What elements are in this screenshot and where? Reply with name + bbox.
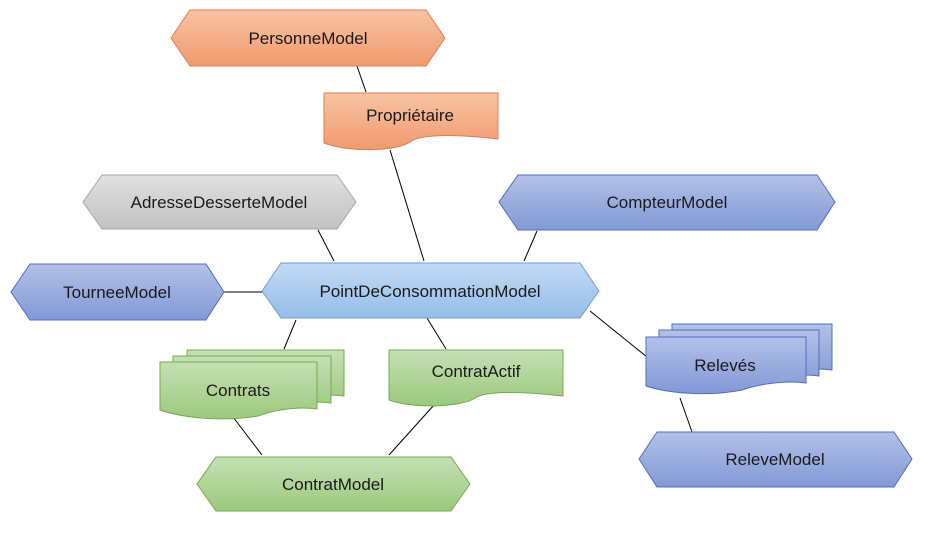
connector-point-contratactif xyxy=(426,317,447,350)
hexagon-shape xyxy=(82,174,357,230)
hexagon-shape xyxy=(498,174,836,231)
node-point-de-consommation-model[interactable]: PointDeConsommationModel xyxy=(261,262,600,319)
node-label-point-de-consommation-model: PointDeConsommationModel xyxy=(319,282,540,301)
node-label-tournee-model: TourneeModel xyxy=(63,283,171,302)
node-label-releves: Relevés xyxy=(694,356,755,375)
hexagon-shape xyxy=(196,456,471,512)
node-label-contrat-actif: ContratActif xyxy=(432,362,521,381)
node-contrats[interactable]: Contrats xyxy=(159,349,345,420)
node-contrat-actif[interactable]: ContratActif xyxy=(388,349,564,407)
node-label-contrat-model: ContratModel xyxy=(282,475,384,494)
document-shape xyxy=(388,349,564,407)
connector-contratactif-contratmodel xyxy=(388,404,435,456)
node-label-proprietaire: Propriétaire xyxy=(366,106,454,125)
connector-point-contrats xyxy=(283,319,297,350)
connector-point-releves xyxy=(589,310,648,358)
connector-contrats-contratmodel xyxy=(232,416,263,456)
document-shape xyxy=(323,92,499,151)
hexagon-shape xyxy=(638,431,913,488)
node-tournee-model[interactable]: TourneeModel xyxy=(10,263,225,321)
hexagon-shape xyxy=(10,263,225,321)
connectors xyxy=(224,65,693,456)
node-label-contrats: Contrats xyxy=(206,381,270,400)
node-contrat-model[interactable]: ContratModel xyxy=(196,456,471,512)
connector-compteur-point xyxy=(523,230,538,262)
connector-releves-relevemodel xyxy=(679,397,693,433)
node-compteur-model[interactable]: CompteurModel xyxy=(498,174,836,231)
connector-adresse-point xyxy=(317,229,335,262)
node-adresse-desserte-model[interactable]: AdresseDesserteModel xyxy=(82,174,357,230)
hexagon-shape xyxy=(261,262,600,319)
node-personne-model[interactable]: PersonneModel xyxy=(170,9,446,67)
node-releve-model[interactable]: ReleveModel xyxy=(638,431,913,488)
document-shape-front xyxy=(645,336,807,395)
node-label-personne-model: PersonneModel xyxy=(248,29,367,48)
node-label-compteur-model: CompteurModel xyxy=(607,193,728,212)
connector-proprietaire-point xyxy=(389,149,425,262)
node-label-releve-model: ReleveModel xyxy=(725,450,824,469)
connector-personne-proprietaire xyxy=(356,65,367,93)
node-releves[interactable]: Relevés xyxy=(645,323,833,395)
document-shape-front xyxy=(159,361,318,420)
hexagon-shape xyxy=(170,9,446,67)
node-proprietaire[interactable]: Propriétaire xyxy=(323,92,499,151)
node-label-adresse-desserte-model: AdresseDesserteModel xyxy=(131,193,308,212)
